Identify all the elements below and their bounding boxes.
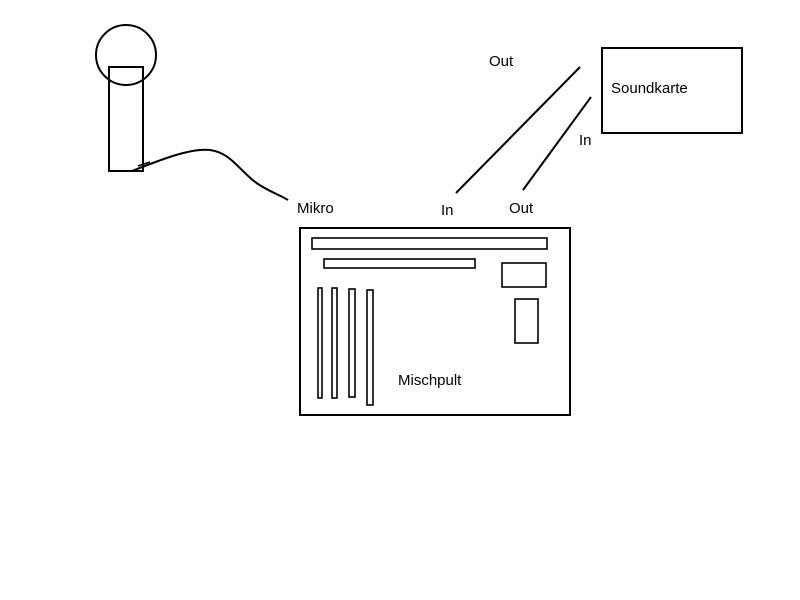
line-mixer-out-to-soundcard-in <box>522 96 592 191</box>
mixer-fader-3 <box>348 288 356 398</box>
microphone-icon <box>95 24 157 172</box>
label-soundcard-out: Out <box>489 53 514 70</box>
soundcard-box <box>601 47 743 134</box>
label-mixer-out: Out <box>509 200 534 217</box>
label-mischpult: Mischpult <box>398 372 462 389</box>
mixer-fader-1 <box>317 287 323 399</box>
mixer-knob-block <box>514 298 539 344</box>
label-soundkarte: Soundkarte <box>611 80 688 97</box>
mixer-display <box>501 262 547 288</box>
microphone-body <box>108 66 144 172</box>
mixer-long-slot-second <box>323 258 476 269</box>
mixer-box <box>299 227 571 416</box>
mixer-long-slot-top <box>311 237 548 250</box>
microphone-head <box>95 24 157 86</box>
label-soundcard-in: In <box>579 132 592 149</box>
mixer-fader-4 <box>366 289 374 406</box>
mic-cable-end <box>137 161 151 167</box>
mic-cable <box>131 148 289 201</box>
mixer-outline <box>299 227 571 416</box>
line-soundcard-out-to-mixer-in <box>455 66 581 194</box>
mixer-fader-2 <box>331 287 338 399</box>
label-mikro: Mikro <box>297 200 334 217</box>
label-mixer-in: In <box>441 202 454 219</box>
